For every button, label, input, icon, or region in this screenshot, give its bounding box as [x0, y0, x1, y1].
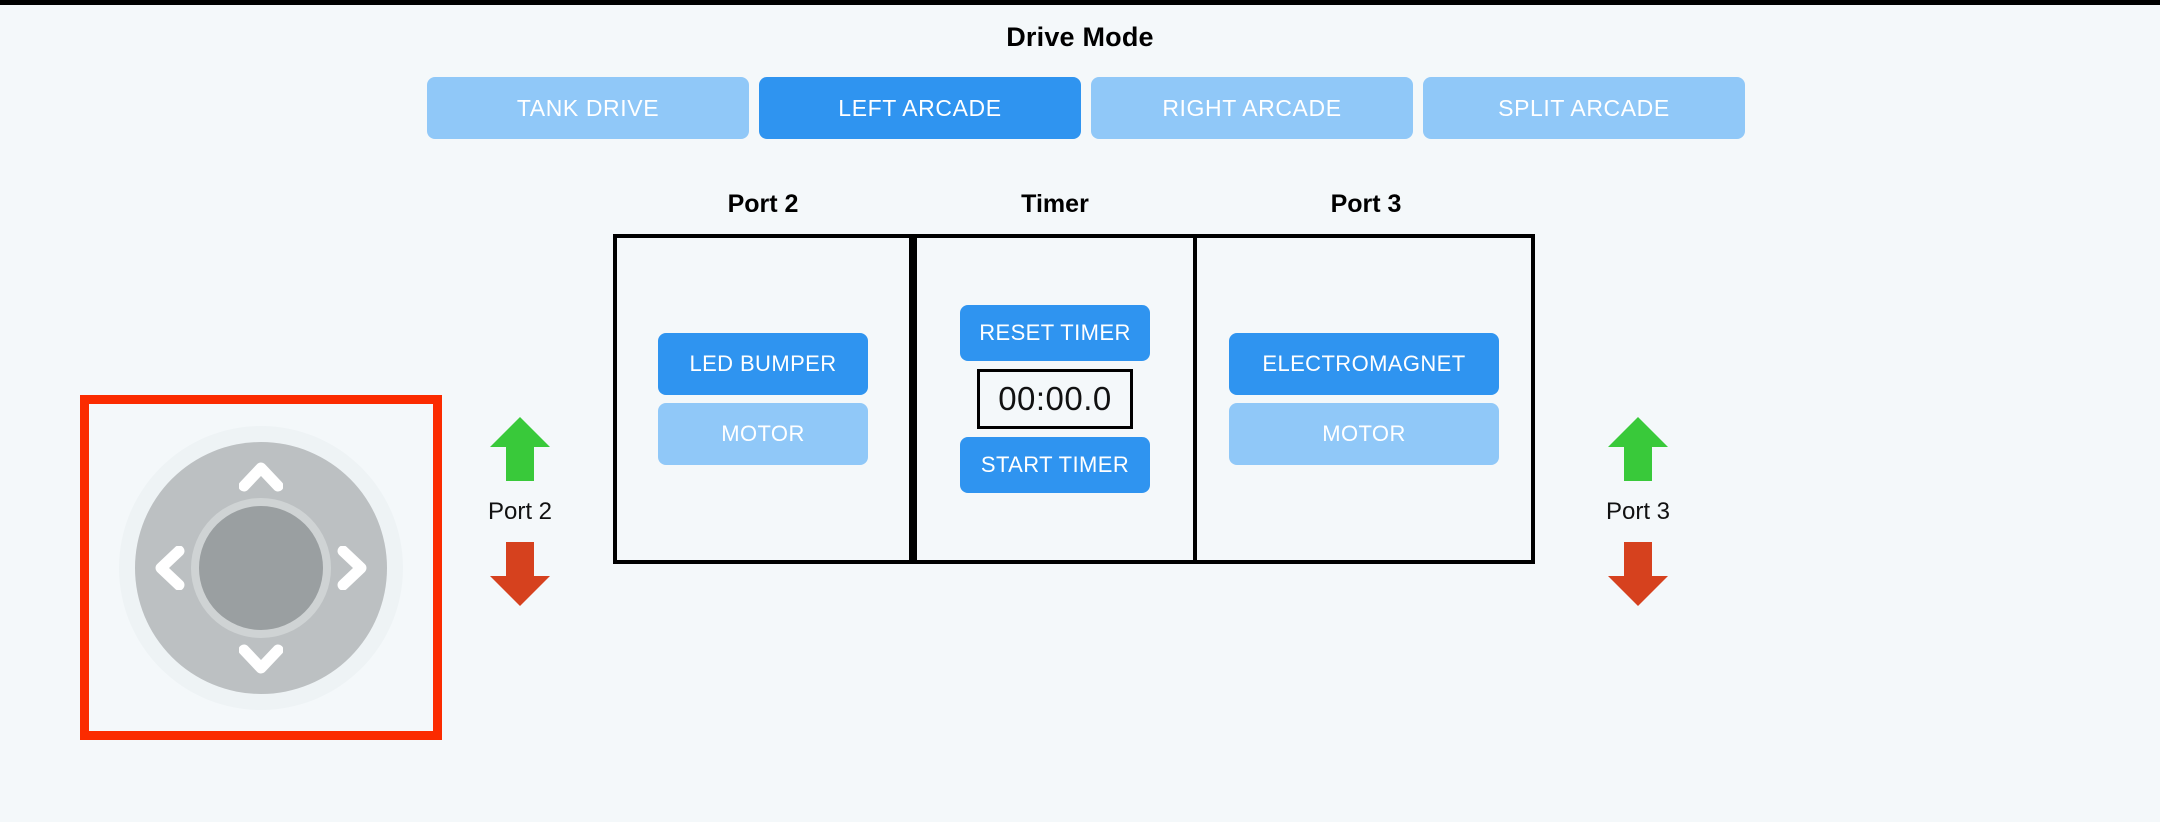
reset-timer-button[interactable]: RESET TIMER — [960, 305, 1150, 361]
drive-mode-left-arcade[interactable]: LEFT ARCADE — [759, 77, 1081, 139]
panel-column-timer: RESET TIMER 00:00.0 START TIMER — [913, 234, 1197, 564]
top-black-bar — [0, 0, 2160, 5]
chevron-right-icon[interactable] — [329, 545, 373, 590]
direction-pad[interactable] — [111, 418, 411, 718]
port-2-led-bumper-button[interactable]: LED BUMPER — [658, 333, 868, 395]
timer-display: 00:00.0 — [977, 369, 1133, 429]
port-2-arrow-up-icon[interactable] — [488, 415, 552, 488]
port-3-button-stack: ELECTROMAGNET MOTOR — [1197, 333, 1531, 465]
heading-port-2: Port 2 — [727, 190, 799, 218]
dpad-center-button[interactable] — [199, 505, 323, 630]
port-2-arrow-label: Port 2 — [487, 498, 553, 525]
drive-mode-button-group: TANK DRIVE LEFT ARCADE RIGHT ARCADE SPLI… — [427, 77, 1745, 139]
chevron-down-icon[interactable] — [239, 636, 283, 680]
drive-mode-right-arcade[interactable]: RIGHT ARCADE — [1091, 77, 1413, 139]
dpad-highlight-box — [80, 395, 442, 740]
port-2-arrow-down-icon[interactable] — [488, 540, 552, 613]
drive-mode-split-arcade[interactable]: SPLIT ARCADE — [1423, 77, 1745, 139]
panel-column-port-3: ELECTROMAGNET MOTOR — [1197, 234, 1535, 564]
port-3-arrow-up-icon[interactable] — [1606, 415, 1670, 488]
drive-mode-tank-drive[interactable]: TANK DRIVE — [427, 77, 749, 139]
panel-column-port-2: LED BUMPER MOTOR — [613, 234, 913, 564]
port-3-arrow-down-icon[interactable] — [1606, 540, 1670, 613]
control-panel: LED BUMPER MOTOR RESET TIMER 00:00.0 STA… — [613, 234, 1535, 564]
port-2-button-stack: LED BUMPER MOTOR — [617, 333, 909, 465]
port-3-arrow-label: Port 3 — [1605, 498, 1671, 525]
panel-column-headings: Port 2 Timer Port 3 — [613, 190, 1535, 219]
port-3-motor-button[interactable]: MOTOR — [1229, 403, 1499, 465]
port-3-electromagnet-button[interactable]: ELECTROMAGNET — [1229, 333, 1499, 395]
port-3-arrow-group: Port 3 — [1578, 415, 1698, 613]
heading-timer: Timer — [1021, 190, 1089, 218]
chevron-up-icon[interactable] — [239, 456, 283, 500]
timer-stack: RESET TIMER 00:00.0 START TIMER — [917, 305, 1193, 493]
port-2-arrow-group: Port 2 — [460, 415, 580, 613]
start-timer-button[interactable]: START TIMER — [960, 437, 1150, 493]
port-2-motor-button[interactable]: MOTOR — [658, 403, 868, 465]
page-title: Drive Mode — [1006, 22, 1154, 52]
chevron-left-icon[interactable] — [149, 545, 193, 590]
heading-port-3: Port 3 — [1330, 190, 1402, 218]
